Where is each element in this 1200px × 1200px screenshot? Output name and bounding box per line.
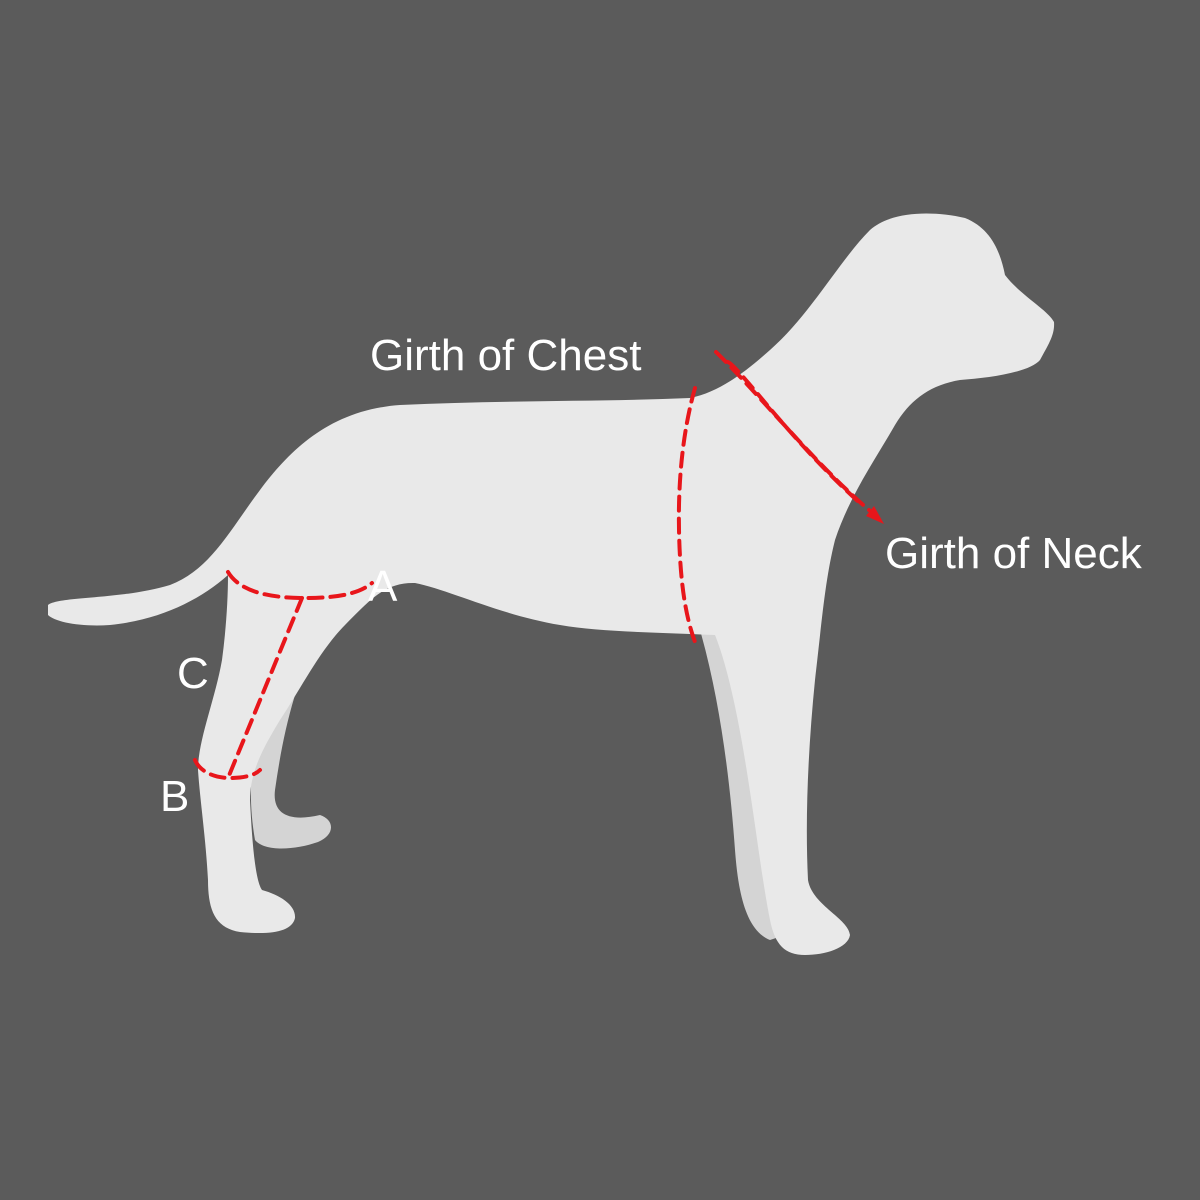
dog-body (48, 213, 1055, 956)
dog-silhouette (48, 213, 1055, 956)
neck-girth-line-back (726, 360, 864, 507)
chest-girth-line (676, 386, 697, 644)
label-b: B (160, 772, 189, 821)
label-a: A (368, 562, 398, 611)
labels: Girth of Chest Girth of Neck A B C (160, 331, 1143, 821)
arrow-icon (866, 506, 884, 524)
neck-girth-label: Girth of Neck (885, 529, 1143, 578)
far-hind-leg (250, 600, 340, 849)
chest-girth-label: Girth of Chest (370, 331, 641, 380)
measure-a-line (226, 570, 374, 601)
label-c: C (177, 649, 209, 698)
measure-c-line (226, 596, 304, 780)
measure-b-line (193, 758, 262, 781)
measurement-lines (193, 350, 884, 781)
